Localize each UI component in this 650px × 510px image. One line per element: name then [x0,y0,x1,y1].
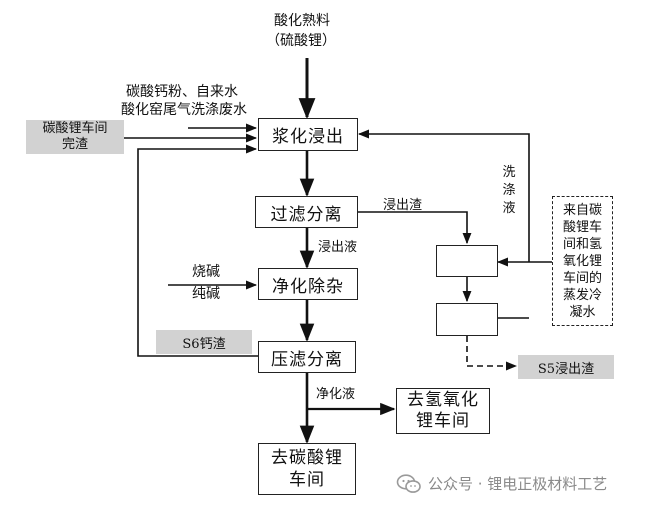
feed-label-line2: （硫酸锂） [266,33,336,49]
to-hydroxide-workshop-box: 去氢氧化 锂车间 [396,388,490,434]
wash-liquid-char-2: 涤 [502,183,516,198]
wash-liquid-return [357,129,530,262]
wash-liquid-char-1: 洗 [502,165,516,180]
to-carbonate-line1: 去碳酸锂 [271,448,343,468]
arrow-s5-output [466,336,518,371]
wechat-icon [396,473,421,493]
carbonate-residue-line1: 碳酸锂车间 [42,121,108,136]
filter-separation-box: 过滤分离 [255,196,358,228]
watermark-text: 公众号 · 锂电正极材料工艺 [428,475,608,493]
side-feed-label-line2: 酸化窑尾气洗涤废水 [121,102,247,118]
s5-leach-residue-label: S5浸出渣 [518,355,614,379]
condensate-source-note: 来自碳 酸锂车 间和氢 氧化锂 车间的 蒸发冷 凝水 [552,196,613,326]
recycle-loop-to-leach [137,144,258,357]
note-line-2: 酸锂车 [562,219,602,235]
to-hydroxide-line1: 去氢氧化 [407,390,479,410]
arrow-residue-to-wash1 [358,211,472,245]
note-line-4: 氧化锂 [562,253,602,269]
wash-stage-2-box [436,303,498,336]
note-line-1: 来自碳 [562,202,602,218]
side-feed-label-line1: 碳酸钙粉、自来水 [126,84,238,100]
to-carbonate-workshop-box: 去碳酸锂 车间 [258,443,356,495]
to-hydroxide-line2: 锂车间 [416,411,470,431]
note-line-5: 车间的 [562,270,602,286]
watermark: 公众号 · 锂电正极材料工艺 [396,473,607,494]
purify-impurity-box: 净化除杂 [258,268,358,300]
s6-calcium-residue-label: S6钙渣 [156,330,252,354]
note-line-6: 蒸发冷 [562,287,602,303]
carbonate-residue-line2: 完渣 [61,137,88,152]
carbonate-residue-label: 碳酸锂车间 完渣 [26,120,124,154]
note-line-7: 凝水 [569,304,596,320]
purified-liquid-label: 净化液 [316,387,356,402]
to-carbonate-line2: 车间 [289,470,325,490]
slurry-leach-box: 浆化浸出 [258,118,358,151]
wash-stage-1-box [436,245,498,277]
note-line-3: 间和氢 [562,236,602,252]
leach-liquid-label: 浸出液 [318,240,358,255]
alkali-label-line2: 纯碱 [192,286,220,302]
feed-label-line1: 酸化熟料 [274,13,330,29]
alkali-label-line1: 烧碱 [192,264,220,280]
leach-residue-label: 浸出渣 [383,198,423,213]
wash-liquid-char-3: 液 [502,201,516,216]
press-filter-box: 压滤分离 [258,341,356,373]
